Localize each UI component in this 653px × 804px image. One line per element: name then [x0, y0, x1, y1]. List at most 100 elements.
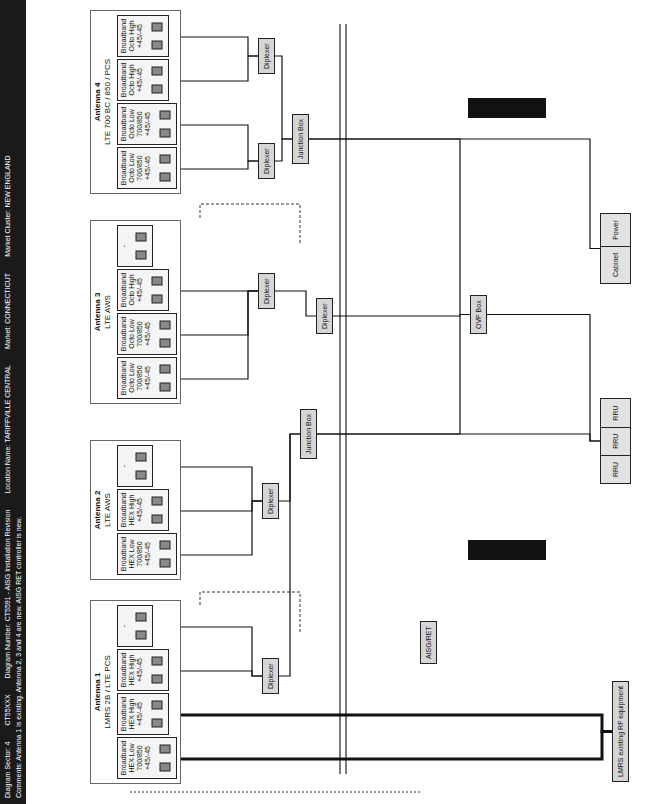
port-symbol	[160, 321, 170, 329]
node-text: Broadband HEX High +45/-45	[120, 695, 144, 733]
equipment-box: Diplexer	[258, 143, 275, 179]
port-symbol	[152, 85, 162, 93]
port-symbol	[152, 515, 162, 523]
node-text: -	[120, 227, 128, 265]
antenna-port-cell: Broadband Octo High +45/-45	[117, 59, 169, 101]
jumper-loop	[200, 592, 300, 632]
port-symbol	[160, 111, 170, 119]
port-symbol	[130, 226, 152, 266]
cable-line	[168, 671, 262, 676]
port-symbol	[146, 694, 168, 734]
port-symbol	[160, 339, 170, 347]
antenna-panel: Antenna 3LTE AWSBroadband Octo Low 700/8…	[90, 220, 181, 404]
port-symbol	[136, 453, 146, 461]
port-symbol	[154, 358, 176, 398]
cable-line	[168, 715, 612, 732]
port-symbol	[130, 606, 152, 646]
port-symbol	[146, 650, 168, 690]
port-symbol	[154, 738, 176, 778]
antenna-port-cell: Broadband HEX Low 700/850 +45/-45	[117, 737, 177, 779]
node-text: -	[120, 447, 128, 485]
port-symbol	[136, 251, 146, 259]
node-text: RRU	[601, 399, 630, 426]
antenna-port-cell: Broadband HEX High +45/-45	[117, 649, 169, 691]
port-symbol	[152, 701, 162, 709]
cable-line	[176, 291, 258, 379]
node-text: RRU	[601, 455, 630, 483]
port-symbol	[154, 534, 176, 574]
node-text: RRU	[601, 427, 630, 455]
cable-line	[176, 125, 258, 161]
antenna-label: LTE AWS	[103, 441, 113, 579]
node-text: OVP Box	[474, 300, 483, 329]
equipment-box: Diplexer	[316, 298, 333, 334]
node-text: Broadband HEX Low 700/850 +45/-45	[120, 535, 152, 573]
node-text: Diagram Sector: 4	[3, 742, 12, 798]
equipment-box: Diplexer	[258, 38, 275, 74]
equipment-box: OVP Box	[470, 295, 487, 334]
node-text: Cabinet	[601, 246, 630, 283]
port-symbol	[152, 41, 162, 49]
antenna-port-cell: Broadband Octo Low 700/850 +45/-45	[117, 147, 177, 189]
port-symbol	[152, 657, 162, 665]
port-symbol	[160, 365, 170, 373]
node-text: Diplexer	[262, 148, 271, 174]
cable-line	[275, 291, 316, 316]
node-text: Diagram Number: CT5591 - AISG Installati…	[3, 510, 12, 679]
antenna-label: Antenna 2	[93, 441, 103, 579]
port-symbol	[152, 23, 162, 31]
node-text: Junction Box	[296, 119, 305, 159]
node-text: -	[120, 607, 128, 645]
antenna-label: LTE 700 BC / 850 / PCS	[103, 11, 113, 193]
antenna-panel: Antenna 4LTE 700 BC / 850 / PCSBroadband…	[90, 10, 181, 194]
cable-line	[279, 434, 300, 501]
node-text: Diplexer	[262, 278, 271, 304]
cable-line	[317, 315, 470, 435]
node-text: CT55XXX	[3, 694, 12, 725]
antenna-label: LTE AWS	[103, 221, 113, 403]
node-text: LMRS existing RF equipment	[616, 686, 625, 777]
cable-line	[176, 732, 612, 760]
equipment-box: Diplexer	[262, 483, 279, 519]
port-symbol	[136, 631, 146, 639]
boundary-line	[130, 792, 420, 793]
cable-line	[168, 290, 258, 291]
node-text: Junction Box	[304, 414, 313, 454]
roof-line	[345, 24, 346, 774]
antenna-port-cell: Broadband Octo Low 700/850 +45/-45	[117, 103, 177, 145]
port-symbol	[160, 541, 170, 549]
antenna-panel: Antenna 1LMRS 2B / LTE PCS Broadband HEX …	[90, 600, 181, 784]
node-text: Diplexer	[266, 488, 275, 514]
node-text: Diplexer	[266, 663, 275, 689]
antenna-label: LMRS 2B / LTE PCS	[103, 601, 113, 783]
port-symbol	[152, 675, 162, 683]
node-text: Broadband Octo Low 700/850 +45/-45	[120, 359, 152, 397]
node-text: Diplexer	[262, 43, 271, 69]
node-text: Broadband HEX High +45/-45	[120, 491, 144, 529]
port-symbol	[146, 270, 168, 310]
node-text: Broadband HEX Low 700/850 +45/-45	[120, 739, 152, 777]
cable-line	[168, 501, 262, 511]
port-symbol	[160, 129, 170, 137]
jumper-loop	[200, 204, 300, 244]
port-symbol	[152, 277, 162, 285]
node-text: Broadband Octo Low 700/850 +45/-45	[120, 149, 152, 187]
roof-line	[339, 24, 340, 774]
node-text: Broadband Octo High +45/-45	[120, 17, 144, 55]
antenna-port-cell: Broadband Octo High +45/-45	[117, 269, 169, 311]
antenna-port-cell: Broadband HEX Low 700/850 +45/-45	[117, 533, 177, 575]
antenna-panel: Antenna 2LTE AWS Broadband HEX Low 700/85…	[90, 440, 181, 580]
antenna-port-cell: Broadband Octo High +45/-45	[117, 15, 169, 57]
antenna-port-cell: Broadband Octo Low 700/850 +45/-45	[117, 357, 177, 399]
antenna-label: Antenna 1	[93, 601, 103, 783]
port-symbol	[154, 104, 176, 144]
equipment-box: Diplexer	[262, 658, 279, 694]
port-symbol	[146, 490, 168, 530]
cable-line	[275, 56, 292, 139]
node-text: Comments: Antenna 1 is existing. Antenna…	[14, 517, 23, 798]
cable-line	[176, 501, 262, 555]
cable-line	[309, 139, 600, 249]
port-symbol	[154, 314, 176, 354]
cable-line	[333, 315, 470, 317]
equipment-box: AISG/RET	[420, 621, 437, 664]
